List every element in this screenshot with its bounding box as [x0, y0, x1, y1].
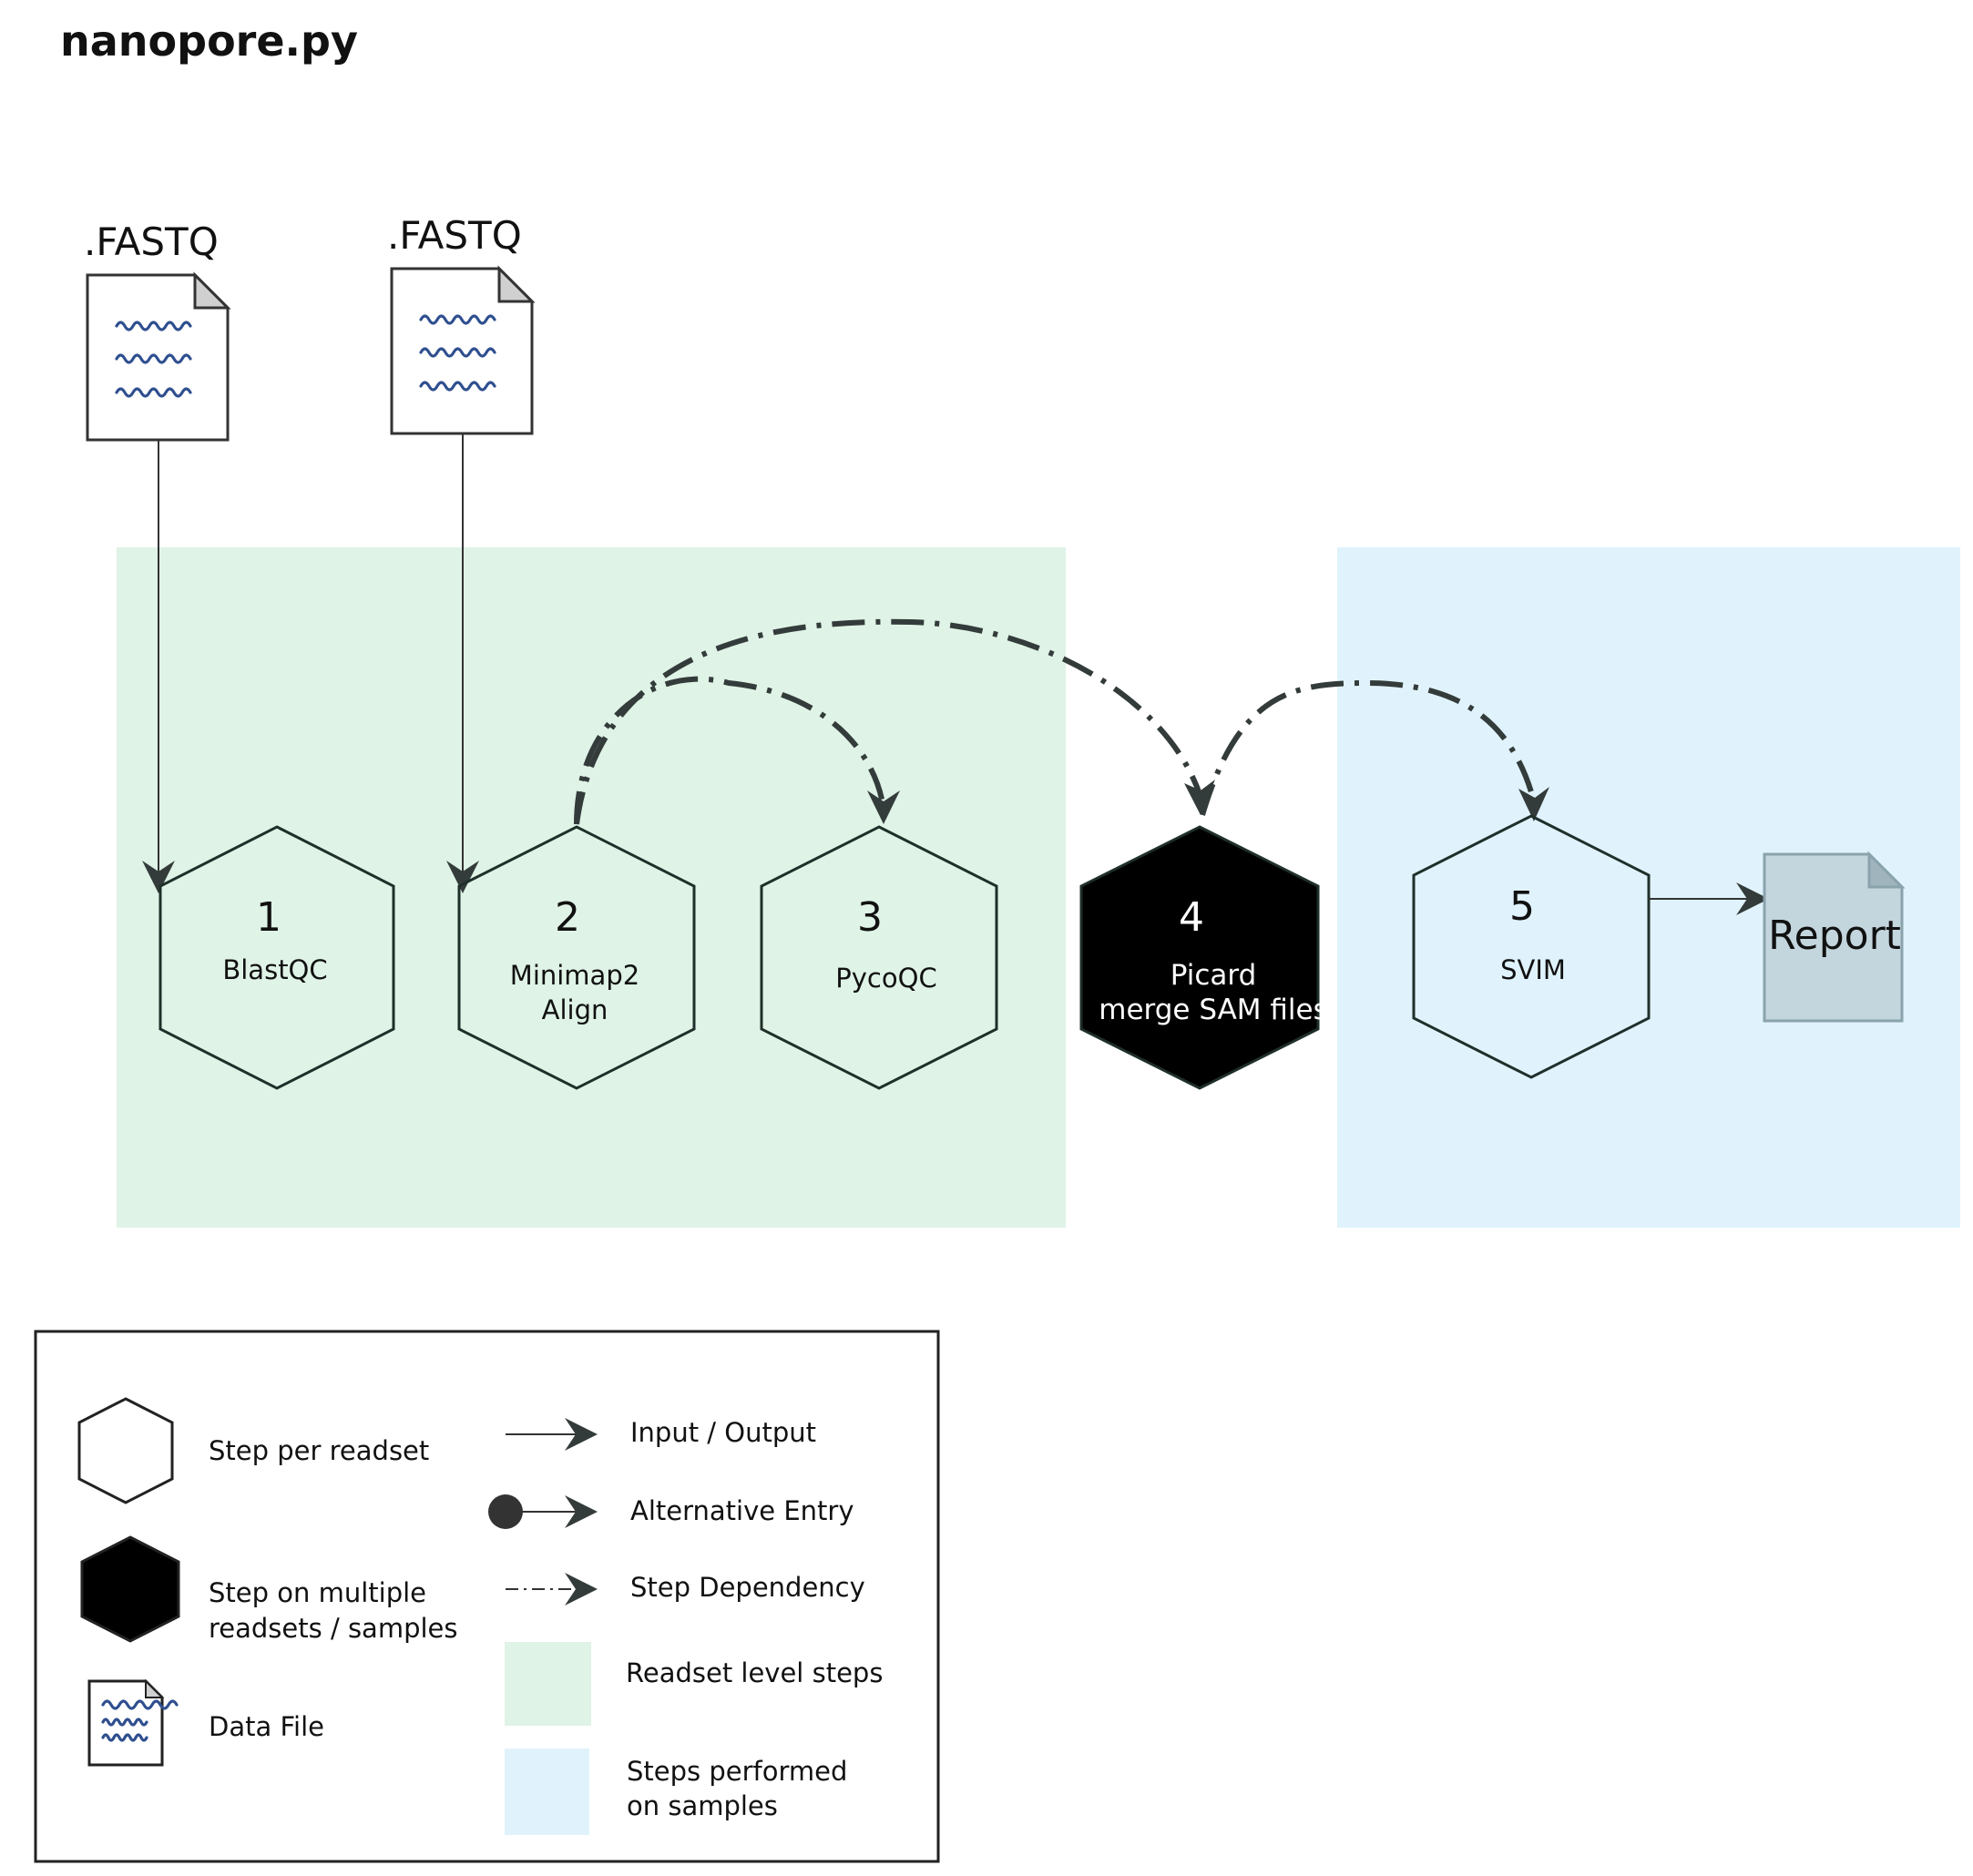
legend: Step per readset Step on multiple readse… [34, 1330, 940, 1863]
input-file-1: .FASTQ [84, 219, 231, 442]
hexagon-icon [158, 825, 395, 1090]
dependency-arrow-4-5 [1200, 679, 1537, 816]
step-5-svim[interactable]: 5 SVIM [1412, 814, 1651, 1079]
dependency-arrow-2-3 [574, 676, 886, 825]
legend-alternative-entry: Alternative Entry [630, 1495, 854, 1526]
report-document[interactable]: Report [1763, 851, 1906, 1023]
step-number: 3 [857, 894, 883, 941]
legend-step-multiple-line-1: Step on multiple [209, 1577, 426, 1608]
input-file-2-label: .FASTQ [387, 213, 522, 258]
step-name-line-1: Minimap2 [510, 960, 639, 991]
step-name-line-1: Picard [1171, 959, 1257, 992]
input-file-1-label: .FASTQ [84, 219, 219, 264]
readset-level-region [117, 547, 1066, 1228]
dependency-arrowhead-5 [1518, 787, 1549, 821]
legend-readset-swatch [505, 1642, 591, 1726]
hexagon-icon [457, 825, 696, 1090]
step-name: BlastQC [222, 954, 327, 985]
legend-step-dependency: Step Dependency [630, 1572, 865, 1603]
dependency-arrowhead-4 [1184, 780, 1215, 815]
hexagon-icon [77, 1397, 174, 1504]
step-name: SVIM [1500, 954, 1566, 985]
report-label: Report [1768, 913, 1901, 959]
legend-steps-samples-line-1: Steps performed [627, 1756, 847, 1787]
legend-wave [101, 1718, 148, 1727]
hexagon-filled-icon [80, 1535, 180, 1643]
step-number: 4 [1179, 894, 1204, 941]
step-number: 5 [1509, 883, 1535, 930]
hexagon-icon [760, 825, 998, 1090]
document-icon [86, 271, 231, 442]
input-file-2: .FASTQ [387, 213, 536, 435]
step-2-minimap2[interactable]: 2 Minimap2 Align [457, 825, 696, 1090]
step-4-picard[interactable]: 4 Picard merge SAM files [1079, 825, 1328, 1090]
hexagon-filled-icon [1079, 825, 1320, 1090]
dependency-arrowhead-3 [867, 790, 900, 824]
legend-input-output: Input / Output [630, 1417, 816, 1448]
document-icon [390, 265, 536, 435]
hexagon-icon [1412, 814, 1651, 1079]
legend-alternative-entry-dot [488, 1494, 523, 1529]
step-1-blastqc[interactable]: 1 BlastQC [158, 825, 395, 1090]
report-document-icon [1763, 852, 1904, 1023]
legend-data-file: Data File [209, 1711, 324, 1742]
legend-box [34, 1330, 940, 1863]
step-number: 1 [256, 894, 281, 941]
step-name-line-2: merge SAM files [1099, 994, 1328, 1026]
dependency-arrow-2-4 [574, 618, 1203, 825]
step-3-pycoqc[interactable]: 3 PycoQC [760, 825, 998, 1090]
legend-steps-samples-line-2: on samples [627, 1790, 778, 1821]
legend-readset-level: Readset level steps [626, 1657, 883, 1688]
page-title: nanopore.py [60, 16, 358, 66]
step-name: PycoQC [835, 963, 936, 994]
legend-step-multiple-line-2: readsets / samples [209, 1613, 458, 1644]
legend-step-per-readset: Step per readset [209, 1435, 429, 1466]
step-number: 2 [555, 894, 580, 941]
legend-wave [101, 1733, 148, 1742]
legend-samples-swatch [505, 1749, 589, 1835]
step-name-line-2: Align [542, 994, 608, 1025]
